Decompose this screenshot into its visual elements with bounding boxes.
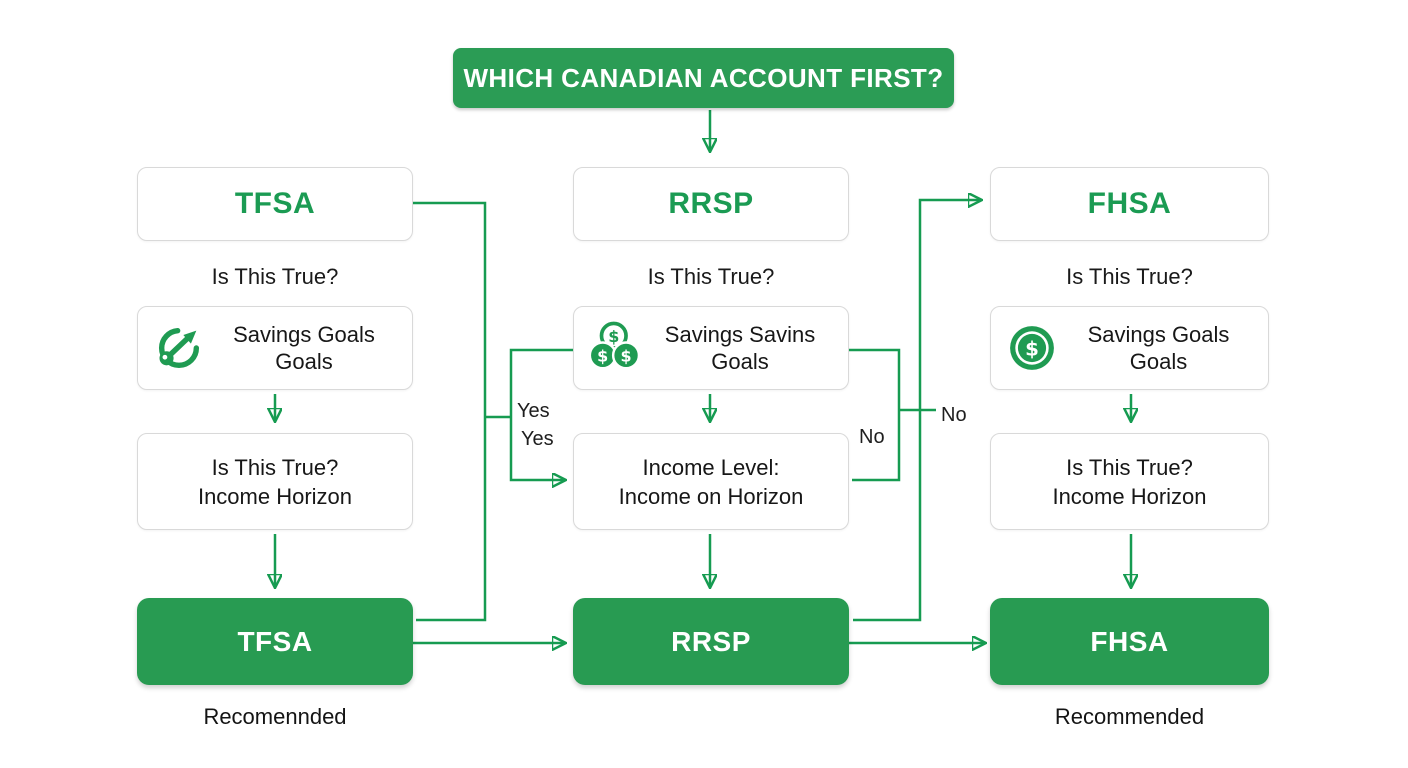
tfsa-header-label: TFSA <box>234 187 316 220</box>
rrsp-criteria-box: $ $ $ Savings Savins Goals <box>573 306 849 390</box>
tfsa-condition-text: Is This True? Income Horizon <box>198 453 352 511</box>
no-label-left: No <box>859 426 885 448</box>
rrsp-question-text: Is This True? <box>647 264 775 289</box>
rrsp-criteria-line1: Savings Savins <box>664 322 816 347</box>
fhsa-condition-box: Is This True? Income Horizon <box>990 433 1269 530</box>
fhsa-question-text: Is This True? <box>1066 264 1193 289</box>
title-text: WHICH CANADIAN ACCOUNT FIRST? <box>463 62 944 93</box>
fhsa-criteria-text: Savings Goals Goals <box>1061 321 1256 375</box>
rrsp-caption <box>573 702 849 732</box>
tfsa-criteria-line1: Savings Goals <box>233 322 375 347</box>
yes-label-upper: Yes <box>517 400 550 422</box>
rrsp-criteria-line2: Goals <box>711 349 769 374</box>
svg-text:$: $ <box>620 347 631 366</box>
growth-trend-icon <box>150 322 208 374</box>
rrsp-header-box: RRSP <box>573 167 849 241</box>
tfsa-condition-line1: Is This True? <box>211 454 339 480</box>
fhsa-result-label: FHSA <box>1090 625 1169 657</box>
fhsa-condition-text: Is This True? Income Horizon <box>1052 453 1206 511</box>
tfsa-result-label: TFSA <box>237 625 313 657</box>
svg-text:$: $ <box>608 327 619 346</box>
rrsp-condition-line2: Income on Horizon <box>618 483 804 509</box>
fhsa-header-label: FHSA <box>1087 187 1172 220</box>
edge-tfsa-header-loop <box>412 201 487 622</box>
rrsp-condition-line1: Income Level: <box>642 454 780 480</box>
rrsp-result-label: RRSP <box>671 625 751 657</box>
fhsa-criteria-line2: Goals <box>1129 349 1188 374</box>
edge-no-bracket <box>848 348 901 482</box>
dollar-coin-icon: $ <box>1003 324 1061 372</box>
fhsa-condition-line2: Income Horizon <box>1052 483 1207 509</box>
tfsa-question-text: Is This True? <box>211 264 339 289</box>
tfsa-condition-line2: Income Horizon <box>197 483 353 509</box>
fhsa-header-box: FHSA <box>990 167 1269 241</box>
coins-icon: $ $ $ <box>586 321 644 375</box>
rrsp-criteria-text: Savings Savins Goals <box>644 321 836 375</box>
rrsp-condition-box: Income Level: Income on Horizon <box>573 433 849 530</box>
svg-text:$: $ <box>597 347 608 366</box>
fhsa-condition-line1: Is This True? <box>1066 454 1193 480</box>
tfsa-criteria-line2: Goals <box>275 349 333 374</box>
fhsa-criteria-box: $ Savings Goals Goals <box>990 306 1269 390</box>
tfsa-condition-box: Is This True? Income Horizon <box>137 433 413 530</box>
tfsa-result-box: TFSA <box>137 598 413 685</box>
tfsa-header-box: TFSA <box>137 167 413 241</box>
fhsa-caption: Recommended <box>1054 704 1205 729</box>
title-banner: WHICH CANADIAN ACCOUNT FIRST? <box>453 48 954 108</box>
yes-label-lower: Yes <box>521 428 554 450</box>
svg-text:$: $ <box>1025 337 1039 360</box>
rrsp-condition-text: Income Level: Income on Horizon <box>619 453 804 511</box>
tfsa-caption: Recomennded <box>203 704 347 729</box>
tfsa-criteria-box: Savings Goals Goals <box>137 306 413 390</box>
tfsa-criteria-text: Savings Goals Goals <box>208 321 400 375</box>
fhsa-result-box: FHSA <box>990 598 1269 685</box>
no-label-right: No <box>941 404 967 426</box>
rrsp-result-box: RRSP <box>573 598 849 685</box>
rrsp-header-label: RRSP <box>668 187 754 220</box>
fhsa-criteria-line1: Savings Goals <box>1087 322 1230 347</box>
